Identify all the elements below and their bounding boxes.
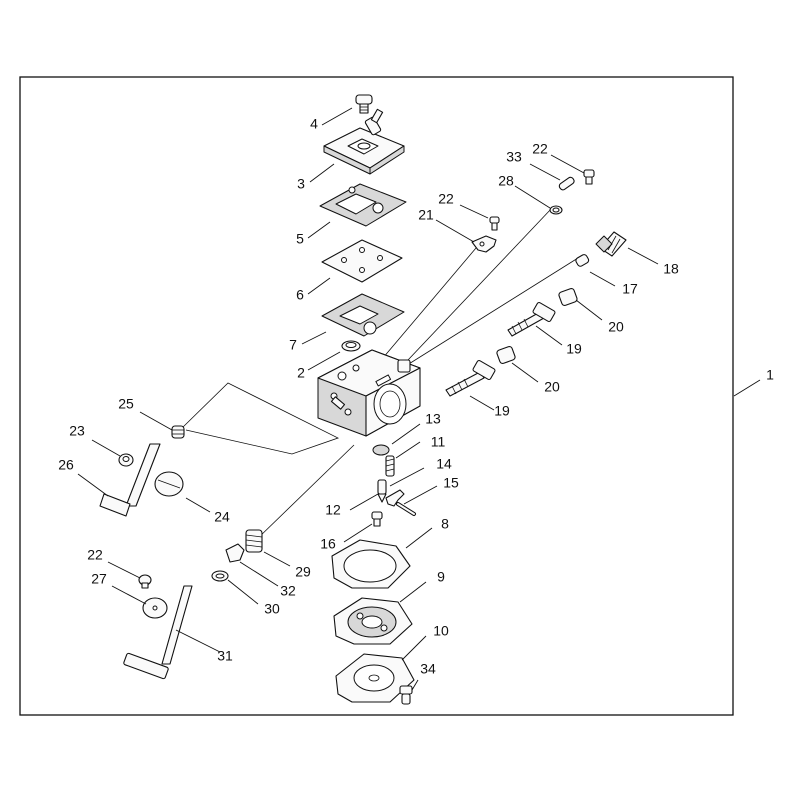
- screw-part-34: [399, 685, 413, 705]
- pump-cover-part-3: [323, 108, 405, 175]
- carburetor-body: [317, 349, 421, 437]
- plug-part-13: [372, 444, 390, 456]
- control-lever-part-14: [385, 489, 405, 507]
- callout-12: 12: [325, 502, 341, 518]
- callout-29: 29: [295, 564, 311, 580]
- spring-part-25: [171, 425, 185, 439]
- callout-10: 10: [433, 623, 449, 639]
- spring-part-17: [575, 254, 590, 267]
- callout-1: 1: [766, 367, 774, 383]
- callout-20-upper: 20: [608, 319, 624, 335]
- throttle-shaft-part-26: [99, 443, 161, 517]
- callout-26: 26: [58, 457, 74, 473]
- cover-screw-part-4: [355, 94, 373, 114]
- sleeve-part-20-upper: [558, 287, 578, 307]
- spring-part-29: [245, 529, 263, 553]
- callout-25: 25: [118, 396, 134, 412]
- callout-16: 16: [320, 536, 336, 552]
- callout-28: 28: [498, 173, 514, 189]
- callout-22-top: 22: [532, 141, 548, 157]
- screw-part-22-top: [583, 169, 595, 185]
- callout-8: 8: [441, 516, 449, 532]
- needle-part-19-lower: [445, 359, 496, 397]
- adjusting-needle-part-18: [595, 231, 627, 257]
- callout-33: 33: [506, 149, 522, 165]
- callout-14: 14: [436, 456, 452, 472]
- screen-ring-part-2: [341, 340, 361, 352]
- callout-22-left: 22: [87, 547, 103, 563]
- screw-part-16: [371, 511, 383, 527]
- callout-7: 7: [289, 337, 297, 353]
- diaphragm-part-6: [321, 239, 403, 283]
- screw-part-22-left: [138, 574, 152, 589]
- callout-17: 17: [622, 281, 638, 297]
- callout-34: 34: [420, 661, 436, 677]
- gasket-part-7: [321, 293, 405, 337]
- choke-shaft-part-31: [123, 585, 193, 680]
- callout-18: 18: [663, 261, 679, 277]
- callout-32: 32: [280, 583, 296, 599]
- callout-19-upper: 19: [566, 341, 582, 357]
- needle-part-19-upper: [507, 301, 556, 337]
- callout-22-mid: 22: [438, 191, 454, 207]
- lever-part-21: [471, 235, 497, 253]
- choke-plate-part-27: [142, 597, 168, 619]
- callout-23: 23: [69, 423, 85, 439]
- leader-lines: [77, 107, 761, 691]
- nut-part-23: [118, 453, 134, 467]
- callout-15: 15: [443, 475, 459, 491]
- callout-labels: 1 4 3 5 6 7 2 22 33 28 22 21 18 17 20 19…: [58, 116, 774, 677]
- callout-24: 24: [214, 509, 230, 525]
- callout-19-lower: 19: [494, 403, 510, 419]
- cover-part-10: [335, 653, 415, 703]
- callout-31: 31: [217, 648, 233, 664]
- gasket-part-8: [331, 539, 411, 589]
- gasket-part-5: [319, 183, 407, 227]
- spring-part-11: [385, 455, 395, 477]
- callout-5: 5: [296, 231, 304, 247]
- pin-part-15: [396, 502, 416, 516]
- inlet-needle-part-12: [377, 479, 387, 503]
- callout-4: 4: [310, 116, 318, 132]
- clip-part-33: [558, 176, 575, 191]
- sleeve-part-20-lower: [496, 345, 516, 365]
- lever-part-32: [225, 543, 245, 563]
- callout-3: 3: [297, 176, 305, 192]
- callout-27: 27: [91, 571, 107, 587]
- ring-part-28: [549, 205, 563, 215]
- callout-11: 11: [431, 434, 446, 450]
- callout-2: 2: [297, 365, 305, 381]
- callout-6: 6: [296, 287, 304, 303]
- diaphragm-part-9: [333, 597, 413, 645]
- screw-part-22-mid: [489, 216, 500, 231]
- callout-21: 21: [418, 207, 434, 223]
- throttle-plate-part-24: [154, 471, 184, 497]
- callout-20-lower: 20: [544, 379, 560, 395]
- diagram-frame: [19, 76, 734, 716]
- washer-part-30: [211, 570, 229, 582]
- callout-13: 13: [425, 411, 441, 427]
- callout-9: 9: [437, 569, 445, 585]
- callout-30: 30: [264, 601, 280, 617]
